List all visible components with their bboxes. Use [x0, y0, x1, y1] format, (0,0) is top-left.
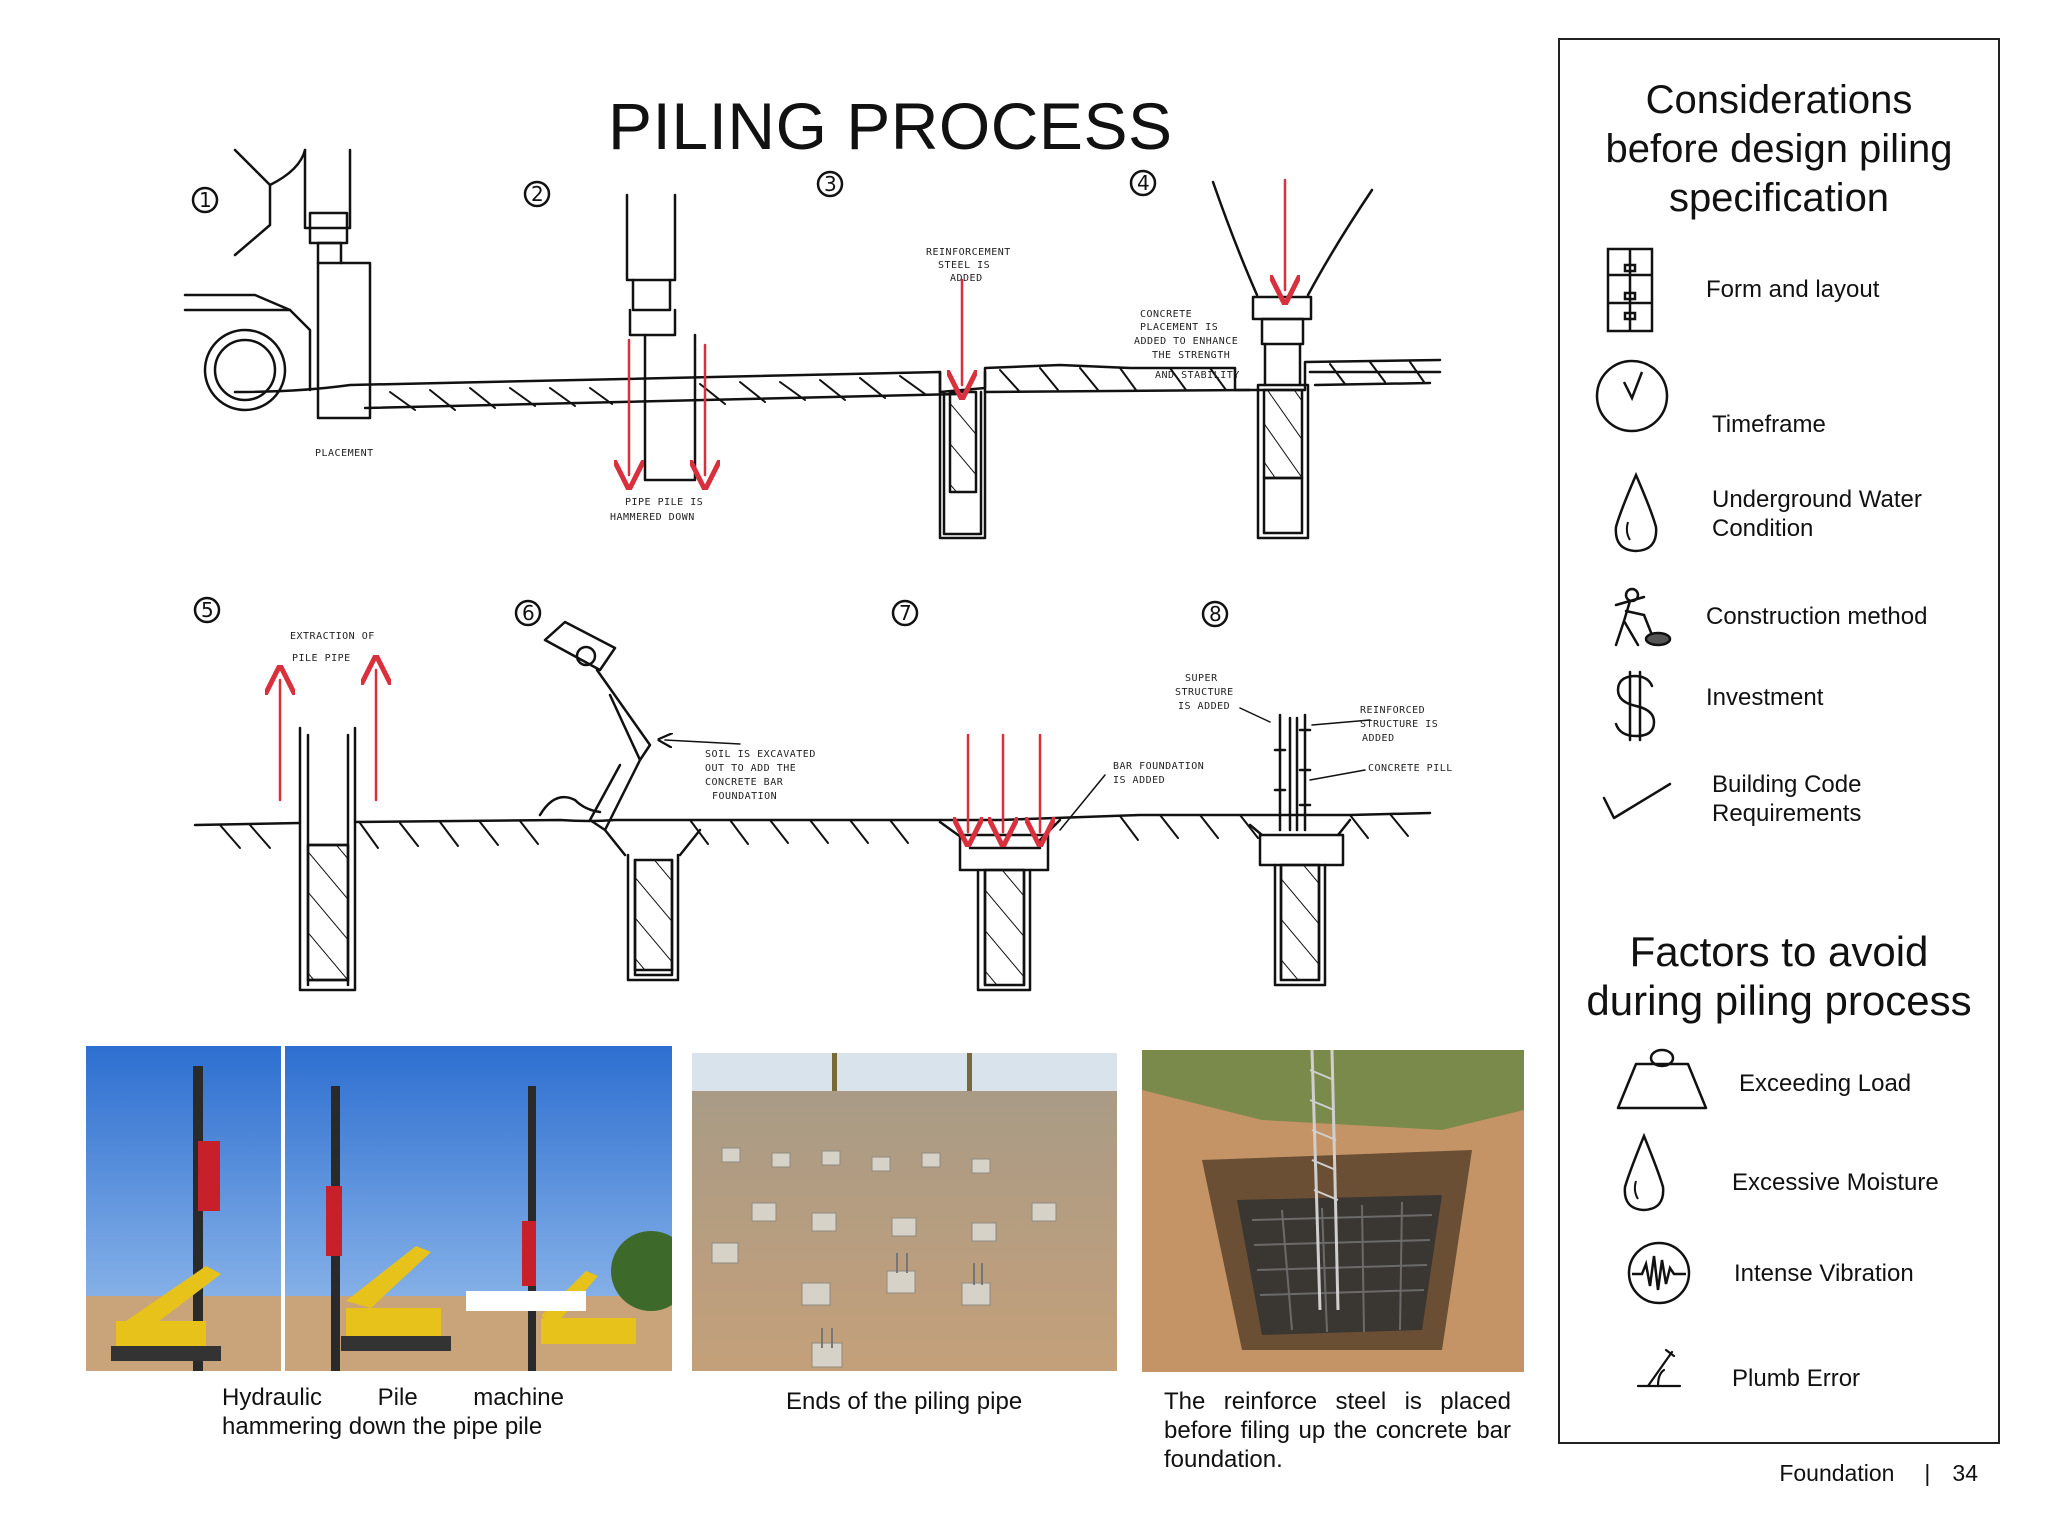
soil-label-2: OUT TO ADD THE	[705, 763, 796, 774]
vibration-icon	[1627, 1241, 1691, 1305]
concrete-label-4: THE STRENGTH	[1152, 350, 1230, 361]
considerations-heading-line2: before design piling	[1605, 127, 1953, 171]
caption-hydraulic-line1: Hydraulic Pile machine	[222, 1384, 564, 1411]
reinforcement-label-2: STEEL IS	[938, 260, 990, 271]
factors-heading-line1: Factors to avoid	[1629, 928, 1929, 975]
concrete-label-1: CONCRETE	[1140, 309, 1192, 320]
concrete-placement-funnel	[1211, 180, 1374, 540]
factor-label-exceeding-load: Exceeding Load	[1739, 1070, 1912, 1097]
super-label-3: IS ADDED	[1178, 701, 1230, 712]
reinf-structure-label-1: REINFORCED	[1360, 705, 1425, 716]
step-number-5	[193, 596, 221, 624]
super-label-1: SUPER	[1185, 673, 1218, 684]
factor-label-plumb-error: Plumb Error	[1732, 1365, 1861, 1392]
caption-hydraulic-line2: hammering down the pipe pile	[222, 1413, 543, 1440]
considerations-panel: Considerations before design piling spec…	[1558, 38, 2000, 1444]
soil-label-4: FOUNDATION	[712, 791, 777, 802]
reinforcement-pile	[938, 370, 987, 540]
step-7-text: 7	[899, 601, 912, 625]
consideration-label-building-code-line1: Building Code	[1712, 771, 1862, 798]
consideration-label-timeframe: Timeframe	[1712, 411, 1826, 438]
step-number-2	[523, 180, 551, 208]
placement-label: PLACEMENT	[315, 448, 374, 459]
pipe-pile-hammer	[625, 193, 697, 482]
digging-worker-icon	[1614, 587, 1672, 647]
step-8-text: 8	[1209, 602, 1222, 626]
ground-line-top	[233, 358, 1442, 394]
moisture-drop-icon	[1623, 1133, 1665, 1212]
factor-label-intense-vibration: Intense Vibration	[1734, 1260, 1914, 1287]
clock-icon	[1595, 359, 1669, 433]
reinforcement-label-1: REINFORCEMENT	[926, 247, 1011, 258]
concrete-label-2: PLACEMENT IS	[1140, 322, 1218, 333]
step-number-6	[514, 599, 542, 627]
step-5-text: 5	[201, 598, 214, 622]
consideration-label-water-line1: Underground Water	[1712, 486, 1922, 513]
bar-foundation-label-1: BAR FOUNDATION	[1113, 761, 1204, 772]
step-number-4	[1129, 169, 1157, 197]
pipe-pile-label-2: HAMMERED DOWN	[610, 512, 695, 523]
reinf-structure-label-3: ADDED	[1362, 733, 1395, 744]
considerations-heading-line1: Considerations	[1645, 78, 1913, 122]
consideration-label-building-code-line2: Requirements	[1712, 800, 1862, 827]
excavator-bucket	[538, 620, 702, 982]
step-2-text: 2	[531, 182, 544, 206]
reinf-structure-label-2: STRUCTURE IS	[1360, 719, 1438, 730]
factors-heading-line2: during piling process	[1586, 977, 1972, 1024]
consideration-label-construction: Construction method	[1706, 603, 1928, 630]
caption-reinforce-line3: foundation.	[1164, 1446, 1283, 1473]
step-number-3	[816, 170, 844, 198]
water-drop-icon	[1614, 472, 1658, 553]
consideration-label-investment: Investment	[1706, 684, 1824, 711]
pile-driving-machine	[183, 148, 372, 420]
concrete-label-3: ADDED TO ENHANCE	[1134, 336, 1238, 347]
photo-hydraulic-pile-machine	[86, 1046, 672, 1371]
consideration-label-form: Form and layout	[1706, 276, 1880, 303]
super-label-2: STRUCTURE	[1175, 687, 1234, 698]
page-title: PILING PROCESS	[608, 89, 1173, 163]
considerations-heading-line3: specification	[1668, 176, 1890, 220]
step-6-text: 6	[522, 601, 535, 625]
soil-label-1: SOIL IS EXCAVATED	[705, 749, 816, 760]
consideration-label-water-line2: Condition	[1712, 515, 1814, 542]
photo-reinforce-steel	[1142, 1050, 1524, 1372]
concrete-pill-label: CONCRETE PILL	[1368, 763, 1453, 774]
caption-ends-of-piling-pipe: Ends of the piling pipe	[786, 1388, 1023, 1415]
extraction-label-1: EXTRACTION OF	[290, 631, 375, 642]
checkmark-icon	[1602, 782, 1672, 820]
plumb-icon	[1636, 1348, 1682, 1388]
bar-foundation-label-2: IS ADDED	[1113, 775, 1165, 786]
pipe-pile-label-1: PIPE PILE IS	[625, 497, 703, 508]
weight-icon	[1616, 1048, 1708, 1110]
reinforcement-label-3: ADDED	[950, 273, 983, 284]
piling-process-diagram: PLACEMENT PIPE PILE IS HAMMERED DOWN REI…	[183, 148, 1453, 992]
footer-section: Foundation	[1779, 1460, 1895, 1486]
footer-separator: |	[1924, 1460, 1931, 1486]
ground-line-bottom	[193, 811, 1432, 827]
caption-reinforce-line2: before filing up the concrete bar	[1164, 1417, 1511, 1444]
step-number-7	[891, 599, 919, 627]
photo-ends-of-piling-pipe	[692, 1053, 1117, 1371]
page-footer: Foundation | 34	[1779, 1460, 1978, 1487]
step-number-8	[1201, 600, 1229, 628]
pile-extraction	[298, 726, 357, 992]
step-1-text: 1	[199, 188, 212, 212]
form-layout-icon	[1606, 247, 1654, 333]
footer-page-number: 34	[1952, 1460, 1978, 1486]
concrete-label-5: AND STABILITY	[1155, 370, 1240, 381]
dollar-icon	[1614, 670, 1656, 742]
bar-foundation	[938, 818, 1062, 992]
extraction-label-2: PILE PIPE	[292, 653, 351, 664]
super-structure	[1248, 713, 1352, 987]
step-4-text: 4	[1137, 171, 1150, 195]
soil-label-3: CONCRETE BAR	[705, 777, 784, 788]
factor-label-excessive-moisture: Excessive Moisture	[1732, 1169, 1939, 1196]
caption-reinforce-line1: The reinforce steel is placed	[1164, 1388, 1511, 1415]
step-3-text: 3	[824, 172, 837, 196]
step-number-1	[191, 186, 219, 214]
